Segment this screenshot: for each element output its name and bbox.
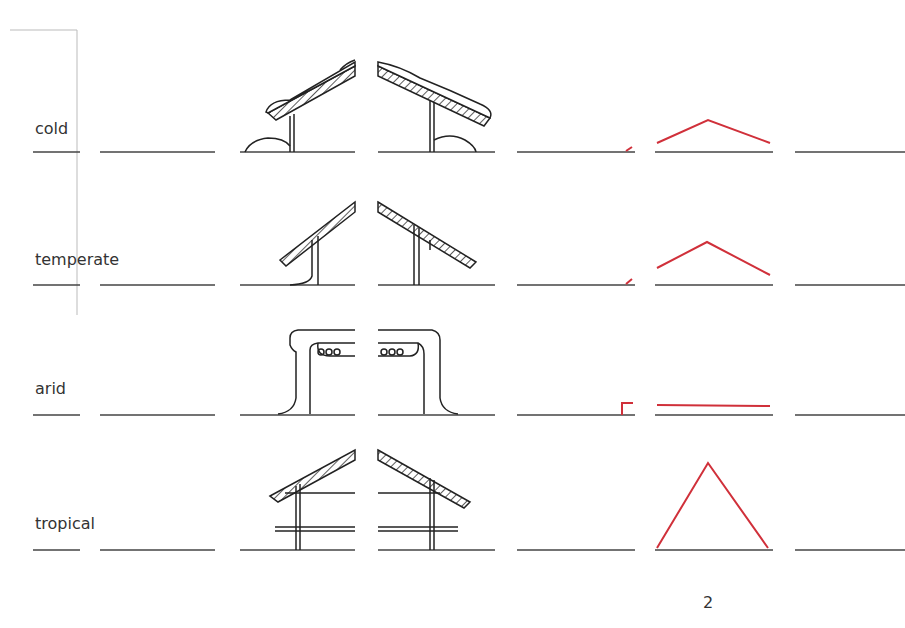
figure-number: 2 <box>703 595 713 611</box>
temperate-house <box>280 202 476 285</box>
tropical-house <box>270 450 470 550</box>
climate-label: temperate <box>35 252 119 268</box>
climate-label: tropical <box>35 516 95 532</box>
climate-label: cold <box>35 121 68 137</box>
frame-line <box>10 30 77 315</box>
ground-lines <box>33 152 905 550</box>
arid-house <box>278 330 458 414</box>
climate-label: arid <box>35 381 66 397</box>
roof-profile <box>622 120 770 548</box>
cold-house <box>245 60 491 152</box>
